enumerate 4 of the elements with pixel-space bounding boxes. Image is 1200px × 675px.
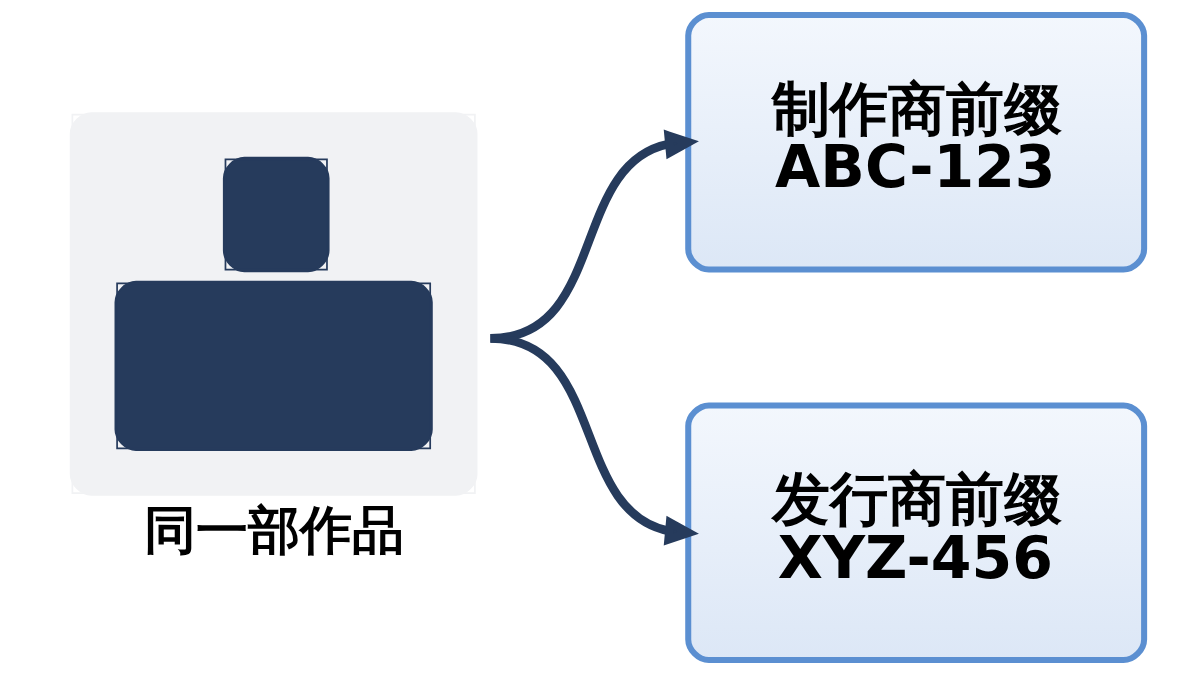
node-box: 发行商前缀 XYZ-456 <box>684 402 1147 664</box>
node-label: 同一部作品 <box>143 500 404 561</box>
node-box: 制作商前缀 ABC-123 <box>684 11 1147 273</box>
arrow <box>489 334 699 546</box>
